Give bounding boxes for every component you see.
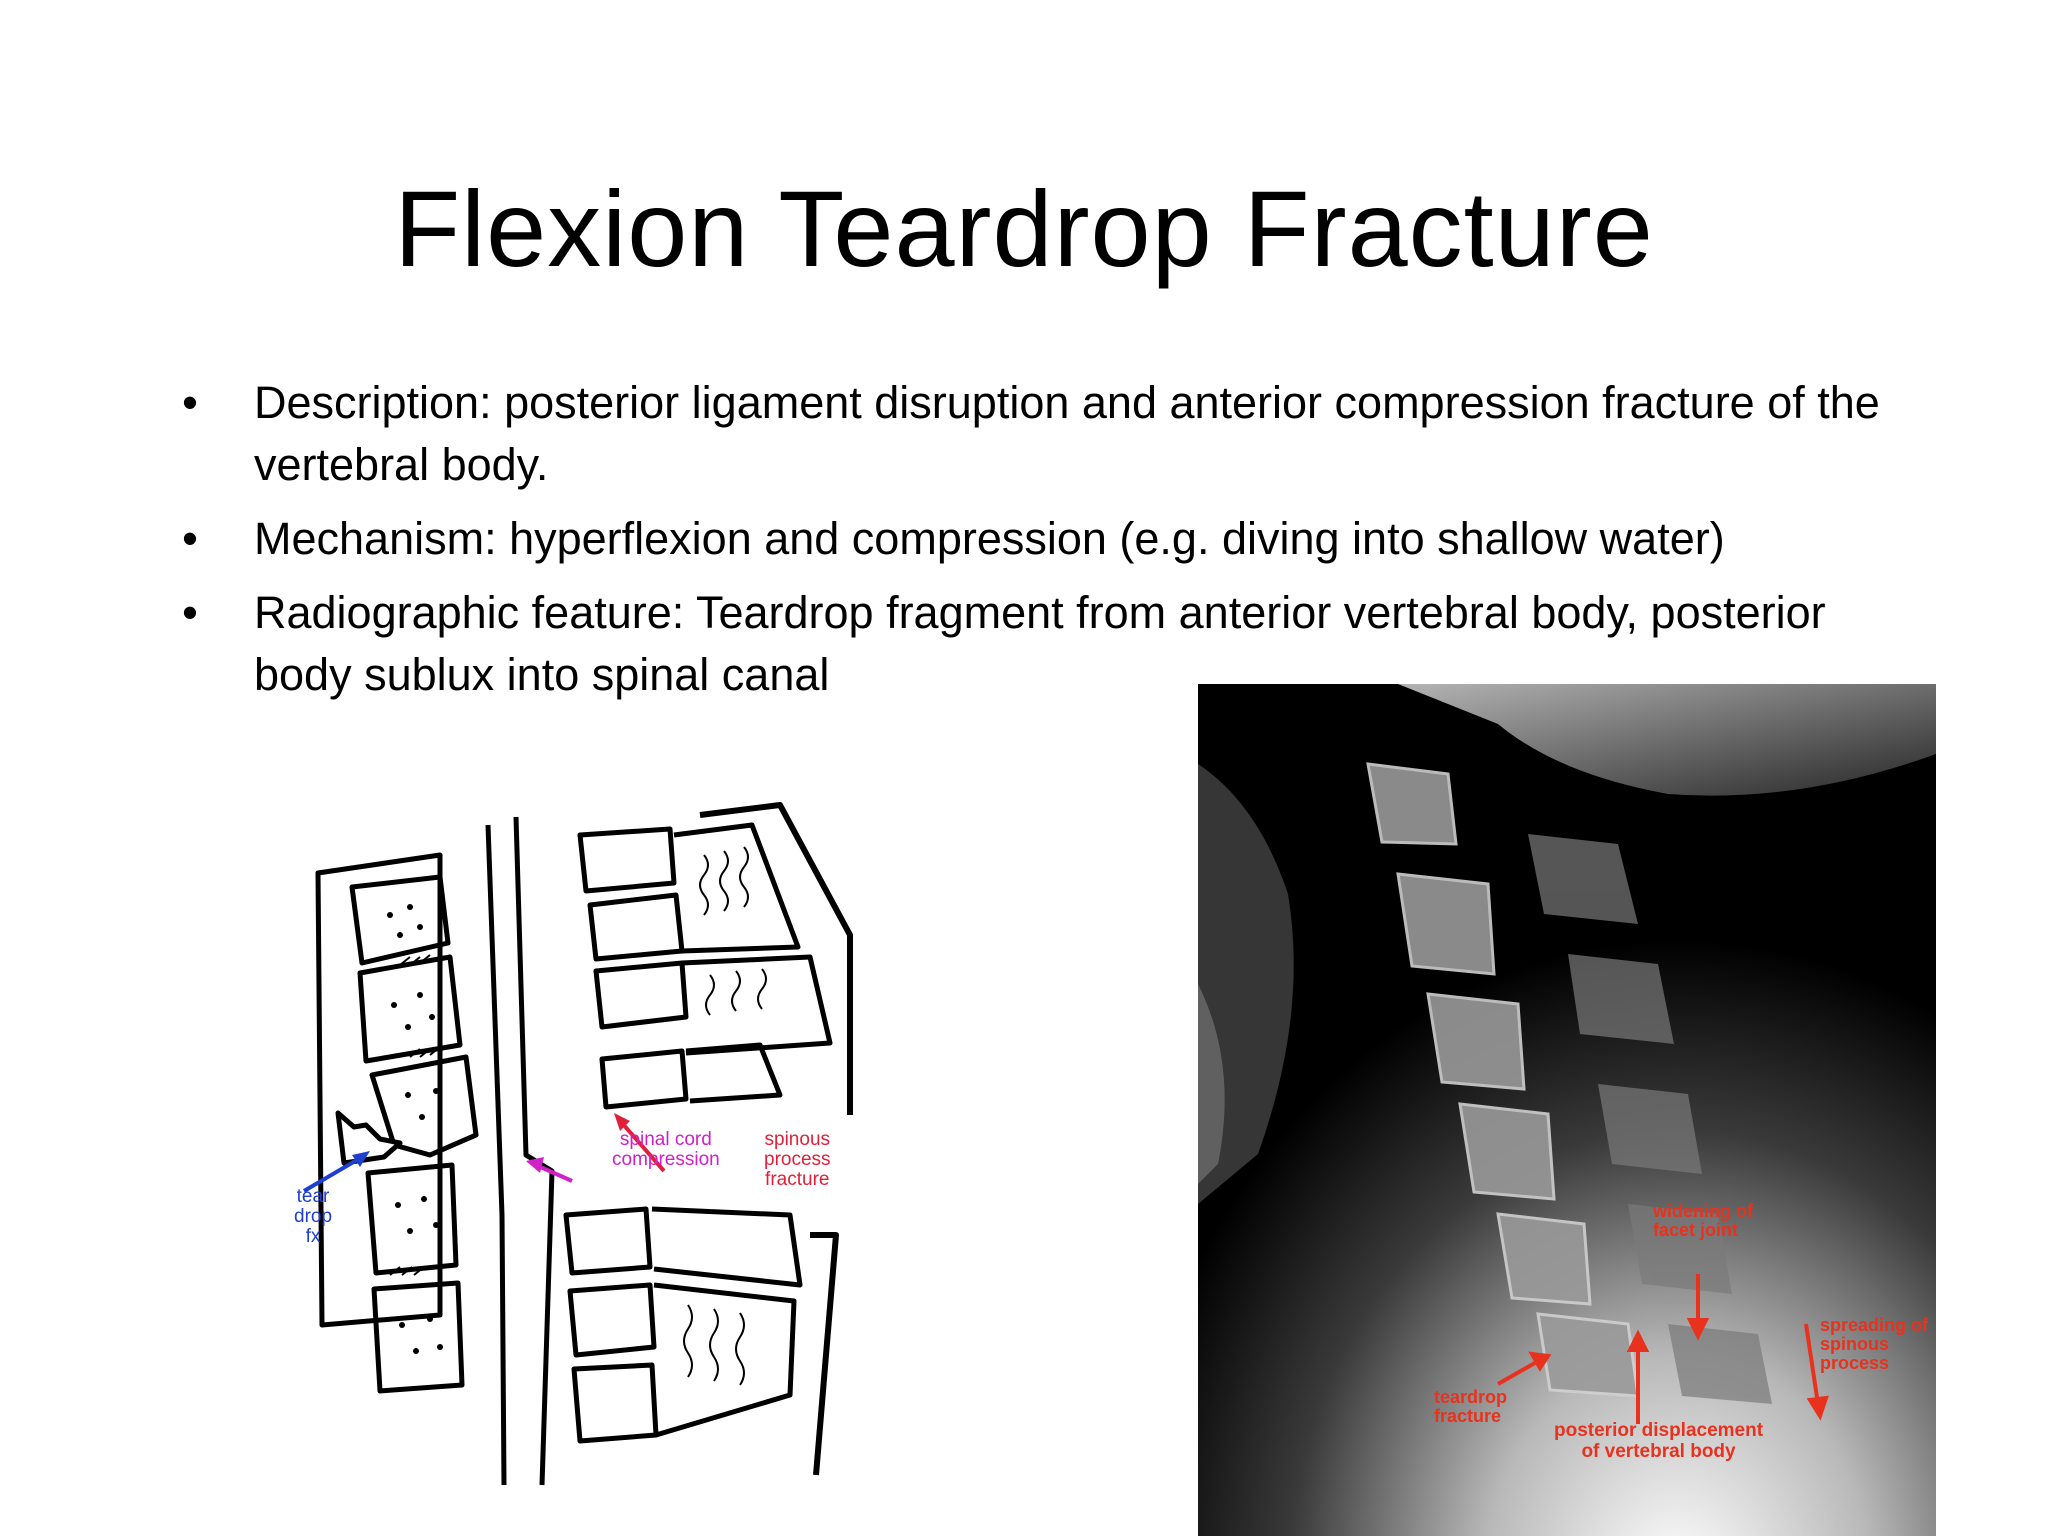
bullet-text: Radiographic feature: Teardrop fragment … <box>254 587 1826 700</box>
facet-widening-label: widening of facet joint <box>1653 1201 1753 1240</box>
xray-teardrop-label: teardrop fracture <box>1434 1387 1508 1426</box>
teardrop-label: tear drop fx <box>294 1186 333 1247</box>
cord-compression-label: spinal cord compression <box>612 1129 720 1170</box>
spine-diagram: tear drop fx spinal cord compression spi… <box>290 795 870 1495</box>
bullet-text: Description: posterior ligament disrupti… <box>254 377 1880 490</box>
bullet-description: • Description: posterior ligament disrup… <box>170 372 1890 496</box>
posterior-displacement-label: posterior displacement of vertebral body <box>1554 1420 1764 1462</box>
spinous-arrow <box>620 1121 666 1173</box>
bullet-mechanism: • Mechanism: hyperflexion and compressio… <box>170 508 1890 570</box>
xray-image <box>1198 684 1936 1536</box>
spine-diagram-drawing <box>302 802 853 1486</box>
spinous-fracture-label: spinous process fracture <box>764 1129 831 1190</box>
bullet-marker: • <box>182 513 198 564</box>
bullet-text: Mechanism: hyperflexion and compression … <box>254 513 1725 564</box>
cord-arrow <box>535 1163 573 1183</box>
bullet-list: • Description: posterior ligament disrup… <box>170 372 1890 718</box>
slide-title: Flexion Teardrop Fracture <box>394 168 1654 289</box>
bullet-marker: • <box>182 377 198 428</box>
teardrop-arrow <box>302 1155 364 1193</box>
bullet-marker: • <box>182 587 198 638</box>
bullet-radiographic-feature: • Radiographic feature: Teardrop fragmen… <box>170 582 1890 706</box>
cervical-xray: widening of facet joint spreading of spi… <box>1198 684 1936 1536</box>
spinous-spreading-label: spreading of spinous process <box>1820 1315 1929 1373</box>
